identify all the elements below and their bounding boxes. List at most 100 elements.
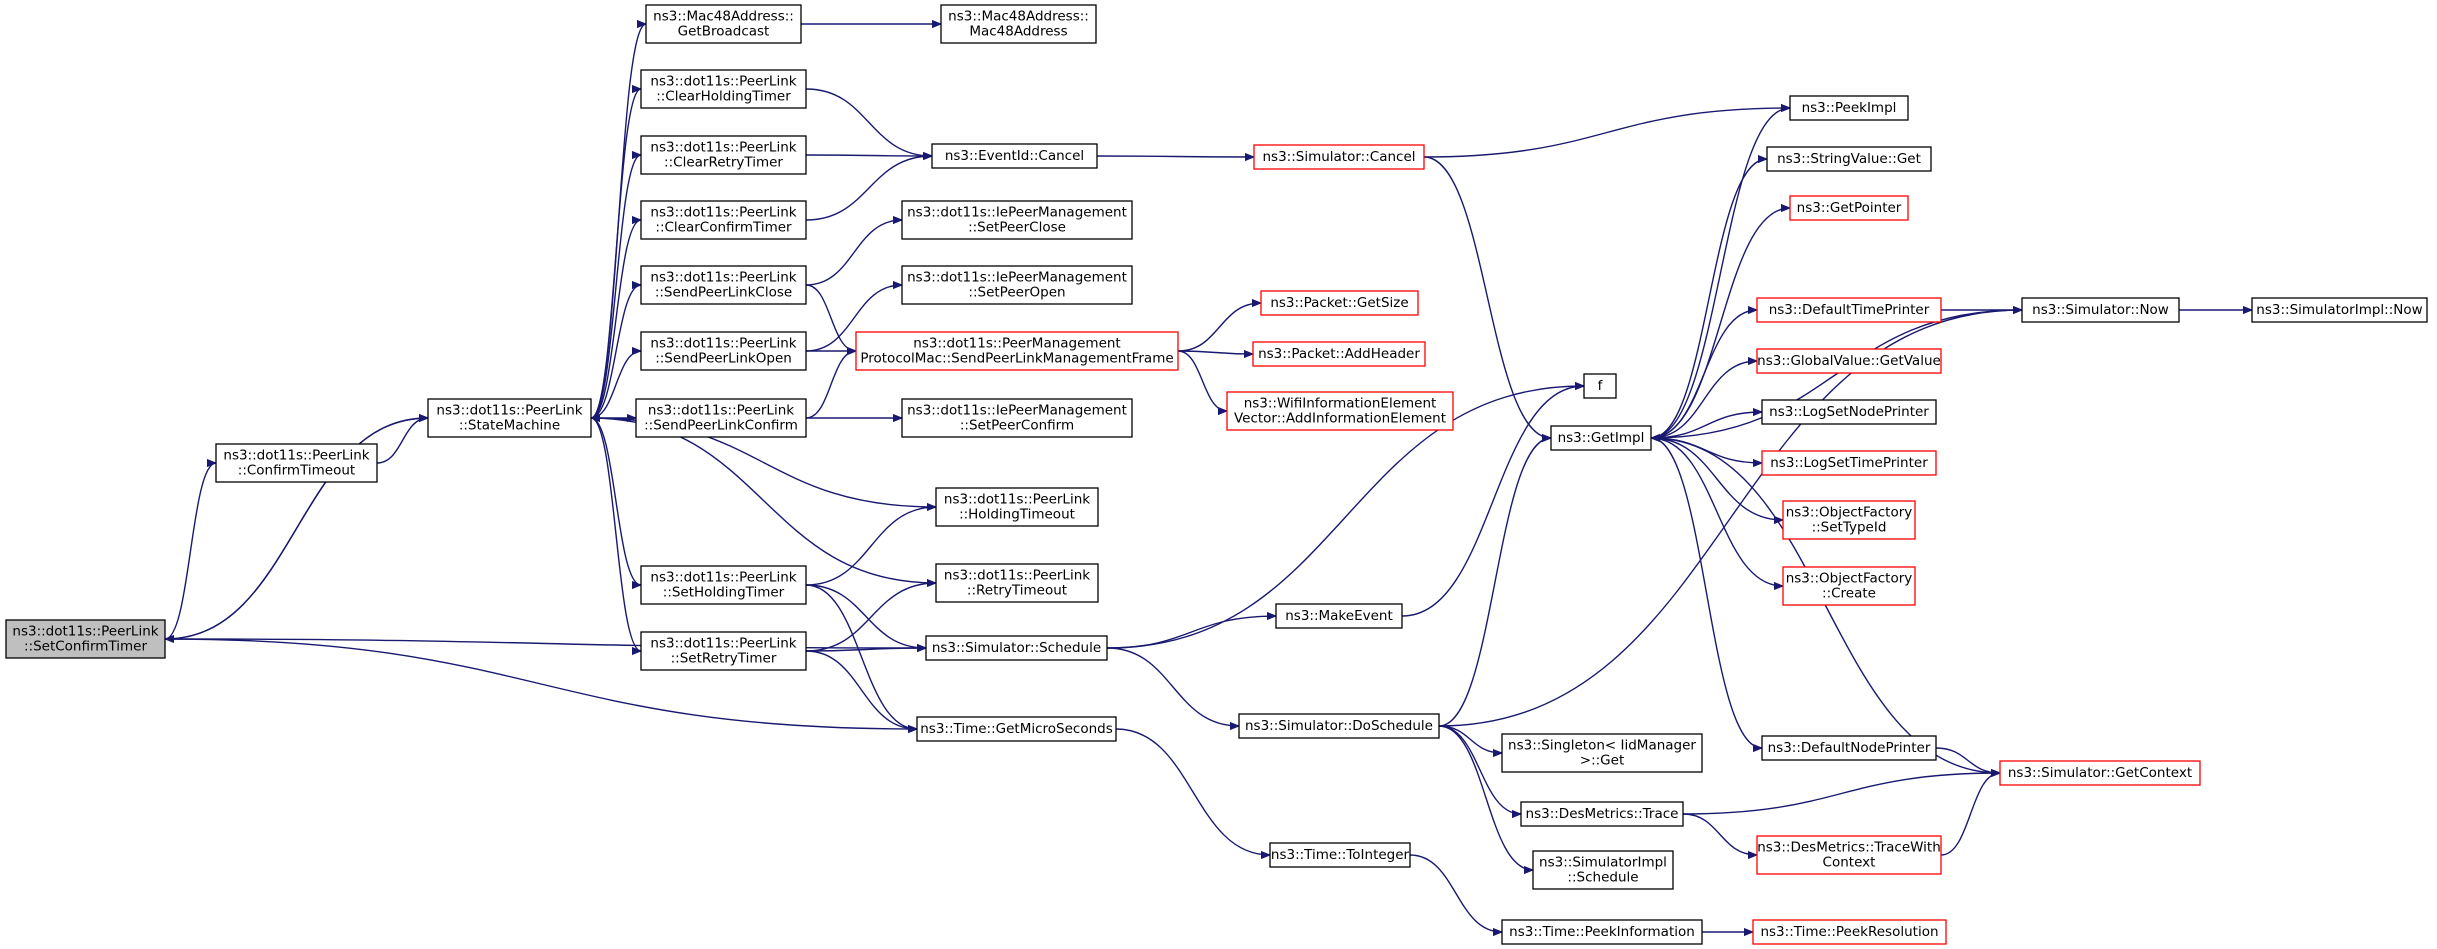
node-mac48address[interactable]: ns3::Mac48Address::Mac48Address [940, 4, 1097, 44]
node-objfactory-settypeid[interactable]: ns3::ObjectFactory::SetTypeId [1782, 500, 1916, 540]
node-label: ns3::Simulator::Cancel [1262, 149, 1415, 165]
edge-desmetrics_tracewithcontext-to-sim_get_context [1940, 773, 2001, 856]
node-wifi-add-ie[interactable]: ns3::WifiInformationElementVector::AddIn… [1226, 391, 1454, 431]
node-simimpl-schedule[interactable]: ns3::SimulatorImpl::Schedule [1532, 850, 1674, 890]
node-label: ns3::dot11s::PeerLink [650, 570, 796, 586]
node-box [2021, 297, 2180, 323]
node-send-close[interactable]: ns3::dot11s::PeerLink::SendPeerLinkClose [640, 265, 807, 305]
node-sim-cancel[interactable]: ns3::Simulator::Cancel [1253, 144, 1425, 170]
node-box [640, 631, 807, 671]
node-send-open[interactable]: ns3::dot11s::PeerLink::SendPeerLinkOpen [640, 331, 807, 371]
node-label: ns3::LogSetNodePrinter [1769, 404, 1929, 420]
edge-get_micro_seconds-to-time_to_integer [1115, 728, 1270, 855]
node-label: ::SendPeerLinkConfirm [644, 418, 798, 434]
node-label: ::ConfirmTimeout [238, 463, 355, 479]
node-label: ns3::dot11s::PeerLink [650, 636, 796, 652]
node-globalvalue-get[interactable]: ns3::GlobalValue::GetValue [1756, 348, 1942, 374]
node-ie-set-peer-confirm[interactable]: ns3::dot11s::IePeerManagement::SetPeerCo… [901, 398, 1133, 438]
node-peek-resolution[interactable]: ns3::Time::PeekResolution [1752, 919, 1947, 945]
node-peek-information[interactable]: ns3::Time::PeekInformation [1501, 919, 1703, 945]
node-make-event[interactable]: ns3::MakeEvent [1275, 603, 1403, 629]
edge-state_machine-to-set_retry_timer [590, 417, 642, 651]
node-desmetrics-trace[interactable]: ns3::DesMetrics::Trace [1520, 801, 1684, 827]
node-ie-set-peer-close[interactable]: ns3::dot11s::IePeerManagement::SetPeerCl… [901, 200, 1133, 240]
node-objfactory-create[interactable]: ns3::ObjectFactory::Create [1782, 566, 1916, 606]
node-get-micro-seconds[interactable]: ns3::Time::GetMicroSeconds [916, 716, 1117, 742]
node-label: ns3::dot11s::PeerLink [650, 205, 796, 221]
node-label: ns3::SimulatorImpl [1539, 855, 1667, 871]
node-get-impl[interactable]: ns3::GetImpl [1550, 425, 1652, 451]
node-set-holding-timer[interactable]: ns3::dot11s::PeerLink::SetHoldingTimer [640, 565, 807, 605]
edge-confirm_timeout-to-state_machine [376, 418, 429, 464]
node-ie-set-peer-open[interactable]: ns3::dot11s::IePeerManagement::SetPeerOp… [901, 265, 1133, 305]
node-sim-schedule[interactable]: ns3::Simulator::Schedule [925, 635, 1108, 661]
edge-sim_cancel-to-peek_impl [1423, 108, 1790, 158]
node-get-pointer[interactable]: ns3::GetPointer [1789, 195, 1909, 221]
node-stringvalue-get[interactable]: ns3::StringValue::Get [1766, 146, 1932, 172]
node-clear-confirm-timer[interactable]: ns3::dot11s::PeerLink::ClearConfirmTimer [640, 200, 807, 240]
edge-set_holding_timer-to-sim_schedule [805, 584, 926, 648]
node-get-broadcast[interactable]: ns3::Mac48Address::GetBroadcast [645, 4, 802, 44]
node-label: ::SendPeerLinkClose [655, 285, 792, 301]
node-send-confirm[interactable]: ns3::dot11s::PeerLink::SendPeerLinkConfi… [635, 398, 807, 438]
nodes-layer: ns3::dot11s::PeerLink::SetConfirmTimerns… [5, 4, 2428, 945]
node-clear-holding-timer[interactable]: ns3::dot11s::PeerLink::ClearHoldingTimer [640, 69, 807, 109]
node-log-set-time-printer[interactable]: ns3::LogSetTimePrinter [1761, 450, 1937, 476]
node-label: ns3::dot11s::PeerLink [648, 403, 794, 419]
node-label: ns3::MakeEvent [1285, 608, 1393, 624]
node-sim-now[interactable]: ns3::Simulator::Now [2021, 297, 2180, 323]
node-root[interactable]: ns3::dot11s::PeerLink::SetConfirmTimer [5, 619, 166, 659]
edge-send_confirm-to-send_mgmt_frame [805, 351, 857, 419]
node-label: ns3::StringValue::Get [1777, 151, 1921, 167]
node-label: ns3::DefaultTimePrinter [1769, 302, 1930, 318]
edge-clear_holding_timer-to-eventid_cancel [805, 88, 932, 156]
node-clear-retry-timer[interactable]: ns3::dot11s::PeerLink::ClearRetryTimer [640, 135, 807, 175]
node-label: ::Create [1822, 586, 1876, 602]
edge-set_retry_timer-to-get_micro_seconds [805, 650, 917, 729]
node-label: ns3::Packet::AddHeader [1258, 346, 1420, 362]
node-label: ::SetTypeId [1812, 520, 1887, 536]
node-peek-impl[interactable]: ns3::PeekImpl [1789, 95, 1909, 121]
node-singleton-get[interactable]: ns3::Singleton< IidManager>::Get [1501, 733, 1703, 773]
node-box [925, 635, 1108, 661]
node-eventid-cancel[interactable]: ns3::EventId::Cancel [931, 143, 1098, 169]
node-sim-get-context[interactable]: ns3::Simulator::GetContext [1999, 760, 2201, 786]
node-default-node-printer[interactable]: ns3::DefaultNodePrinter [1761, 735, 1937, 761]
node-send-mgmt-frame[interactable]: ns3::dot11s::PeerManagementProtocolMac::… [855, 331, 1179, 371]
node-box [931, 143, 1098, 169]
node-box [640, 135, 807, 175]
node-label: ns3::dot11s::IePeerManagement [907, 270, 1127, 286]
node-retry-timeout[interactable]: ns3::dot11s::PeerLink::RetryTimeout [935, 563, 1099, 603]
node-box [1252, 341, 1426, 367]
node-label: ns3::Time::PeekInformation [1509, 924, 1695, 940]
node-label: ::SetPeerClose [968, 220, 1066, 236]
node-box [1789, 195, 1909, 221]
node-packet-get-size[interactable]: ns3::Packet::GetSize [1260, 290, 1419, 316]
edge-retry_timeout-to-state_machine [591, 418, 937, 584]
node-f[interactable]: f [1583, 373, 1617, 399]
node-box [935, 563, 1099, 603]
edge-set_retry_timer-to-retry_timeout [805, 583, 936, 652]
node-simimpl-now[interactable]: ns3::SimulatorImpl::Now [2251, 297, 2428, 323]
node-label: ns3::ObjectFactory [1786, 571, 1913, 587]
node-box [935, 487, 1099, 527]
node-holding-timeout[interactable]: ns3::dot11s::PeerLink::HoldingTimeout [935, 487, 1099, 527]
node-state-machine[interactable]: ns3::dot11s::PeerLink::StateMachine [427, 398, 592, 438]
node-confirm-timeout[interactable]: ns3::dot11s::PeerLink::ConfirmTimeout [215, 443, 378, 483]
node-label: ns3::dot11s::PeerLink [650, 140, 796, 156]
edge-sim_do_schedule-to-get_impl [1438, 438, 1551, 727]
node-time-to-integer[interactable]: ns3::Time::ToInteger [1269, 842, 1411, 868]
node-label: ::SetPeerOpen [968, 285, 1065, 301]
node-log-set-node-printer[interactable]: ns3::LogSetNodePrinter [1761, 399, 1937, 425]
node-label: ::SendPeerLinkOpen [655, 351, 792, 367]
node-packet-add-header[interactable]: ns3::Packet::AddHeader [1252, 341, 1426, 367]
node-sim-do-schedule[interactable]: ns3::Simulator::DoSchedule [1238, 713, 1440, 739]
edge-root-to-confirm_timeout [164, 463, 217, 640]
node-default-time-printer[interactable]: ns3::DefaultTimePrinter [1756, 297, 1942, 323]
node-set-retry-timer[interactable]: ns3::dot11s::PeerLink::SetRetryTimer [640, 631, 807, 671]
edge-get_impl-to-stringvalue_get [1650, 159, 1767, 439]
node-box [640, 200, 807, 240]
edge-sim_now-to-get_impl [1651, 309, 2023, 438]
